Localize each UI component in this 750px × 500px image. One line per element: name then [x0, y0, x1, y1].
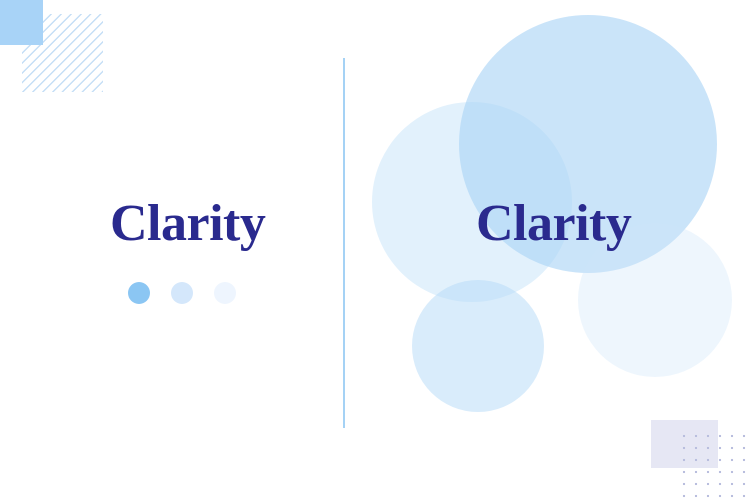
dot-indicator-3[interactable]: [214, 282, 236, 304]
bubble-cluster: [343, 0, 750, 500]
dot-indicator-2[interactable]: [171, 282, 193, 304]
corner-accent-square: [0, 0, 43, 45]
left-panel: Clarity: [0, 0, 343, 500]
bubble-main: [459, 15, 717, 273]
dot-indicator-group: [128, 282, 236, 304]
wordmark-right: Clarity: [476, 195, 632, 252]
dot-grid-pattern: [676, 428, 750, 500]
vertical-divider: [343, 58, 345, 428]
bubble-small: [412, 280, 544, 412]
dot-indicator-1[interactable]: [128, 282, 150, 304]
bubble-right: [578, 223, 732, 377]
wordmark-left: Clarity: [110, 195, 266, 252]
